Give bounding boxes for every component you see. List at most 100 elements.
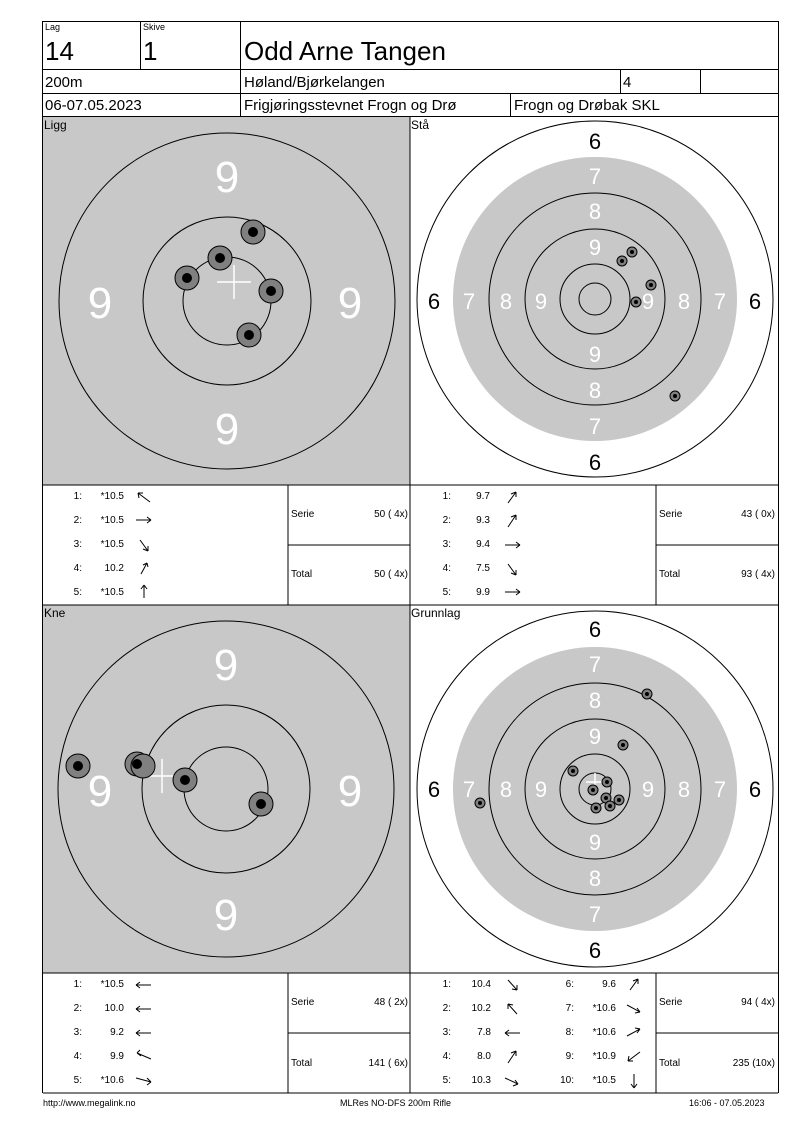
serie-value: 43 ( 0x) [741,509,775,520]
svg-text:9: 9 [535,777,547,802]
arrow-icon [135,981,151,989]
skive-label: Skive [143,22,166,32]
svg-text:7: 7 [589,902,601,927]
arrow-icon [627,1051,641,1062]
arrow-icon [505,541,521,549]
svg-text:9: 9 [214,641,238,690]
arrow-icon [135,1005,151,1013]
serie-value: 50 ( 4x) [374,509,408,520]
svg-text:8: 8 [589,688,601,713]
arrow-icon [507,1003,518,1015]
ring-label-left: 9 [88,279,112,328]
svg-text:7: 7 [463,289,475,314]
svg-text:8: 8 [589,866,601,891]
lag-value: 14 [45,36,74,66]
svg-text:9: 9 [642,777,654,802]
svg-text:8: 8 [500,777,512,802]
svg-text:7: 7 [714,289,726,314]
organizer: Frogn og Drøbak SKL [514,97,660,114]
arrow-icon [507,1050,517,1064]
svg-text:7: 7 [463,777,475,802]
lag-label: Lag [45,22,61,32]
shooter-name: Odd Arne Tangen [244,36,446,66]
arrow-icon [507,514,517,528]
total-label: Total [291,569,313,580]
shot-core [248,227,258,237]
ring-10-sta [559,263,631,335]
svg-text:9: 9 [642,289,654,314]
svg-text:6: 6 [589,129,601,154]
svg-text:8: 8 [500,289,512,314]
target-sta: 6 6 6 6 7 7 7 7 8 8 8 8 9 9 9 9 [410,117,778,485]
arrow-icon [136,516,152,524]
class-value: 4 [623,74,632,91]
ring-label-top: 9 [215,153,239,202]
ring-10-ligg [142,216,312,386]
serie-value: 94 ( 4x) [741,997,775,1008]
total-label: Total [291,1058,313,1069]
svg-text:9: 9 [338,767,362,816]
black-area-sta [453,157,737,441]
footer-timestamp: 16:06 - 07.05.2023 [689,1098,765,1108]
svg-text:9: 9 [589,235,601,260]
svg-text:7: 7 [714,777,726,802]
arrow-icon [135,1077,152,1086]
svg-text:6: 6 [749,289,761,314]
svg-text:6: 6 [749,777,761,802]
arrow-icon [626,1027,641,1037]
club-region: Høland/Bjørkelangen [244,74,385,91]
svg-text:6: 6 [589,617,601,642]
svg-text:8: 8 [589,199,601,224]
panel-title-sta: Stå [411,118,430,132]
target-kne: 9 9 9 9 [43,605,410,973]
total-label: Total [659,569,681,580]
total-value: 141 ( 6x) [368,1058,408,1069]
event-name: Frigjøringsstevnet Frogn og Drø [244,97,457,114]
shots-ligg [174,219,284,348]
svg-text:6: 6 [428,289,440,314]
shot-core [215,253,225,263]
arrow-icon [630,1074,638,1089]
shot-core [244,330,254,340]
shots-grunnlag [474,688,653,814]
svg-text:9: 9 [214,891,238,940]
svg-text:6: 6 [589,450,601,475]
ring-9-sta [524,228,666,370]
arrow-icon [136,1049,152,1060]
skive-value: 1 [143,36,158,66]
arrow-icon [626,1004,641,1014]
svg-text:8: 8 [678,777,690,802]
ring-8-sta [488,192,702,406]
distance: 200m [45,74,83,91]
arrow-icon [137,492,151,503]
svg-text:7: 7 [589,164,601,189]
arrow-icon [507,979,518,991]
shot-core [266,286,276,296]
serie-value: 48 ( 2x) [374,997,408,1008]
footer-url[interactable]: http://www.megalink.no [43,1098,136,1108]
serie-label: Serie [659,997,683,1008]
arrow-icon [504,1077,519,1087]
svg-text:7: 7 [589,414,601,439]
arrow-icon [140,584,148,598]
total-value: 235 (10x) [732,1058,775,1069]
ring-6-sta [416,120,774,478]
svg-text:8: 8 [589,378,601,403]
panel-title-ligg: Ligg [44,118,67,132]
total-value: 93 ( 4x) [741,569,775,580]
svg-text:9: 9 [589,724,601,749]
target-ligg: 9 9 9 9 [43,117,410,485]
target-grunnlag: 6 6 6 6 7 7 7 7 8 8 8 8 9 9 9 9 [410,605,778,973]
arrow-icon [135,1029,151,1037]
ring-label-bottom: 9 [215,405,239,454]
arrow-icon [629,978,639,991]
svg-text:9: 9 [589,830,601,855]
serie-label: Serie [291,997,315,1008]
panel-title-kne: Kne [44,606,66,620]
arrow-icon [140,562,149,575]
shot-core [182,273,192,283]
svg-text:6: 6 [428,777,440,802]
direction-arrows [135,491,641,1089]
arrow-icon [507,563,517,576]
